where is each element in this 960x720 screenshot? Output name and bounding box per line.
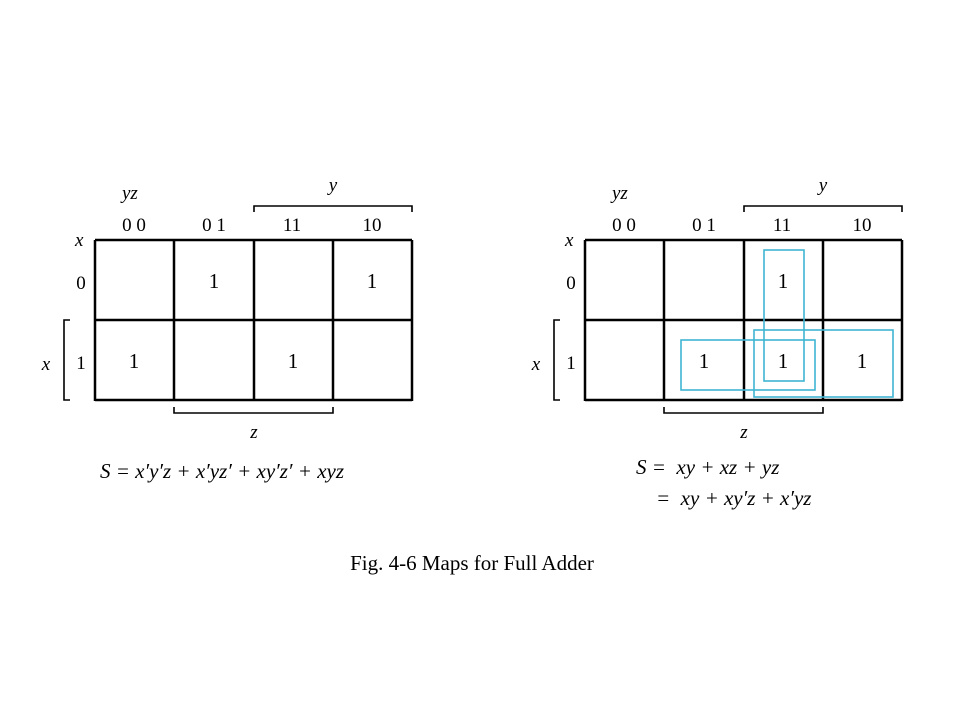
cell-r0-c2: 1 [778,269,789,293]
group-outline-xz [680,339,816,391]
row-brace-var: x [531,354,541,375]
row-header-1: 1 [76,353,86,374]
col-header-10: 10 [363,215,382,236]
group-outline-yz [763,249,805,382]
cell-r0-c3: 1 [367,269,378,293]
row-var-label: x [74,230,84,251]
figure-caption: Fig. 4-6 Maps for Full Adder [350,551,594,575]
col-header-01: 0 1 [692,215,716,236]
col-brace-y [743,205,903,212]
col-header-10: 10 [853,215,872,236]
col-header-00: 0 0 [612,215,636,236]
row-brace-var: x [41,354,51,375]
cell-r1-c2: 1 [288,349,299,373]
col-header-11: 11 [773,215,791,236]
row-brace-x [553,319,560,401]
karnaugh-grid [93,238,414,402]
bottom-brace-var: z [739,422,748,443]
cell-r0-c1: 1 [209,269,220,293]
col-brace-var: y [817,175,828,196]
map-left: yz x 0 0 0 1 11 10 0 1 y x z 1 1 1 [41,175,414,483]
bottom-brace-z [663,407,824,414]
equation-line-2: = xy + xy′z + x′yz [656,486,811,510]
col-brace-var: y [327,175,338,196]
col-header-01: 0 1 [202,215,226,236]
row-header-1: 1 [566,353,576,374]
col-brace-y [253,205,413,212]
row-header-0: 0 [566,273,576,294]
row-brace-x [63,319,70,401]
bottom-brace-z [173,407,334,414]
cell-r1-c0: 1 [129,349,140,373]
cell-r1-c3: 1 [857,349,868,373]
equation-line-1: S = x′y′z + x′yz′ + xy′z′ + xyz [100,459,344,483]
map-right: yz x 0 0 0 1 11 10 0 1 y x z [531,175,904,510]
group-outlines [680,249,894,398]
cell-r1-c2: 1 [778,349,789,373]
bottom-brace-var: z [249,422,258,443]
col-header-11: 11 [283,215,301,236]
row-var-label: x [564,230,574,251]
group-outline-xy [753,329,894,398]
col-vars-label: yz [120,183,138,204]
col-vars-label: yz [610,183,628,204]
karnaugh-grid [583,238,904,402]
equation-line-1: S = xy + xz + yz [636,455,779,479]
row-header-0: 0 [76,273,86,294]
cell-r1-c1: 1 [699,349,710,373]
col-header-00: 0 0 [122,215,146,236]
